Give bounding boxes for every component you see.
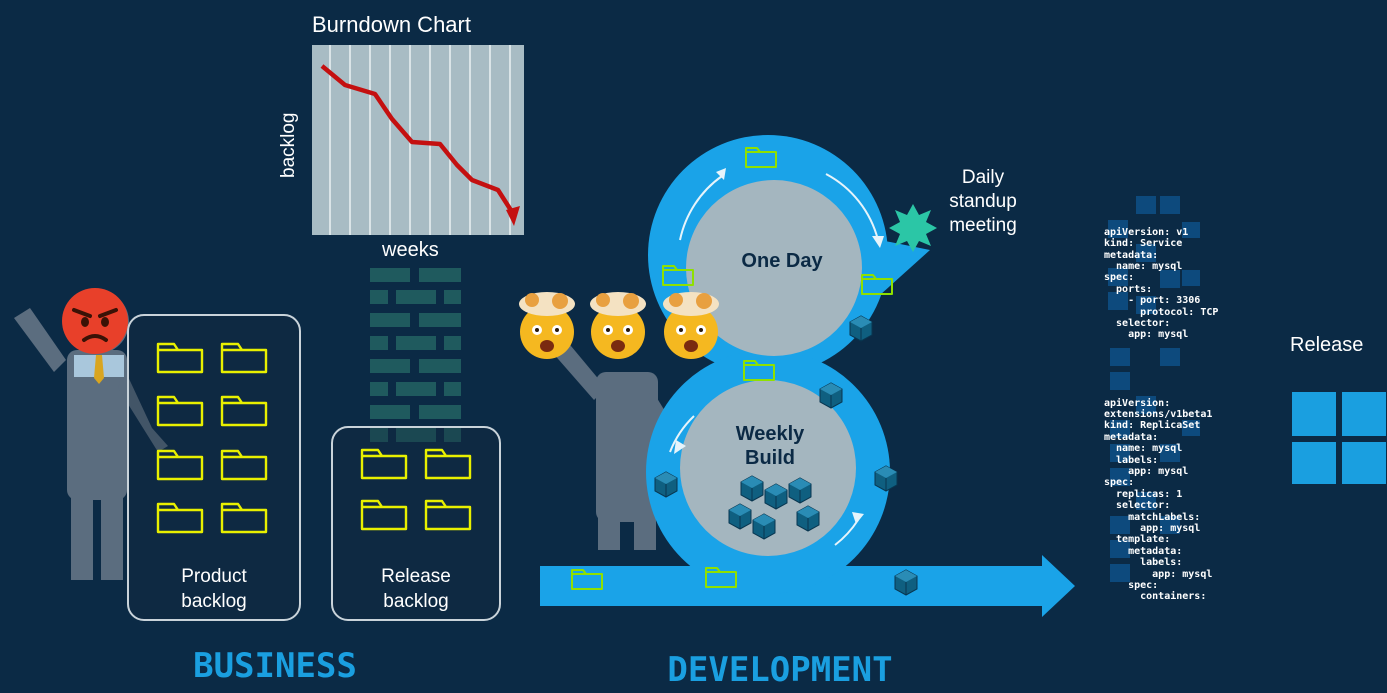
container-cube-icon: [849, 315, 873, 342]
brick-wall: [370, 268, 461, 442]
yaml-line: template:: [1104, 534, 1171, 546]
business-person: [14, 290, 168, 580]
yaml-line: apiVersion: v1: [1104, 226, 1189, 238]
yaml-line: app: mysql: [1104, 568, 1213, 580]
yaml-line: selector:: [1104, 318, 1171, 330]
release-label: Release: [1290, 334, 1364, 356]
daily-standup-label: Daily standup meeting: [949, 167, 1017, 236]
yaml-line: labels:: [1104, 454, 1159, 466]
yaml-line: name: mysql: [1104, 443, 1183, 455]
yaml-line: spec:: [1104, 477, 1135, 489]
burndown-chart: [312, 45, 524, 235]
container-cube-icon: [654, 471, 678, 498]
weekly-build-label: Weekly Build: [735, 423, 805, 469]
standup-star-icon: [889, 204, 937, 252]
yaml-background-blocks: [1108, 196, 1200, 582]
development-section-title: DEVELOPMENT: [667, 650, 893, 690]
yaml-line: app: mysql: [1104, 329, 1189, 341]
yaml-line: metadata:: [1104, 431, 1159, 443]
one-day-label: One Day: [741, 250, 823, 272]
exploding-head-icon: [590, 292, 646, 359]
yaml-line: spec:: [1104, 580, 1159, 591]
container-cube-icon: [874, 465, 898, 492]
yaml-line: metadata:: [1104, 545, 1183, 557]
yaml-line: apiVersion:: [1104, 397, 1171, 409]
product-backlog-box: [127, 314, 301, 621]
yaml-line: containers:: [1104, 591, 1207, 603]
exploding-head-icon: [663, 292, 719, 359]
yaml-line: kind: ReplicaSet: [1104, 420, 1201, 432]
burndown-plot-area: [312, 45, 524, 235]
container-cube-icon: [894, 569, 918, 596]
yaml-line: - port: 3306: [1104, 295, 1201, 307]
angry-face-icon: [62, 288, 128, 354]
yaml-line: matchLabels:: [1104, 511, 1201, 523]
business-section-title: BUSINESS: [193, 646, 357, 686]
burndown-line: [320, 64, 516, 217]
yaml-line: replicas: 1: [1104, 488, 1183, 500]
release-windows-icon: [1292, 392, 1386, 484]
burndown-y-axis-label: backlog: [278, 112, 299, 179]
burndown-title: Burndown Chart: [312, 12, 471, 37]
yaml-line: metadata:: [1104, 249, 1159, 261]
yaml-line: ports:: [1104, 283, 1153, 295]
yaml-line: spec:: [1104, 272, 1135, 284]
exploding-head-icon: [519, 292, 575, 359]
yaml-line: selector:: [1104, 500, 1171, 512]
burndown-gridlines: [329, 45, 511, 235]
release-backlog-box: [331, 426, 501, 621]
yaml-line: extensions/v1beta1: [1104, 408, 1213, 420]
yaml-line: protocol: TCP: [1104, 306, 1219, 318]
yaml-line: name: mysql: [1104, 261, 1183, 273]
burndown-x-axis-label: weeks: [382, 239, 439, 261]
yaml-line: kind: Service: [1104, 238, 1183, 250]
yaml-line: app: mysql: [1104, 522, 1201, 534]
yaml-line: app: mysql: [1104, 465, 1189, 477]
product-backlog-label: Product backlog: [181, 566, 247, 612]
burndown-arrowhead: [506, 206, 520, 226]
container-cube-icon: [819, 382, 843, 409]
daily-loop-arrowhead: [880, 240, 930, 295]
yaml-line: labels:: [1104, 557, 1183, 569]
one-day-circle: [686, 180, 862, 356]
release-backlog-label: Release backlog: [381, 566, 451, 612]
